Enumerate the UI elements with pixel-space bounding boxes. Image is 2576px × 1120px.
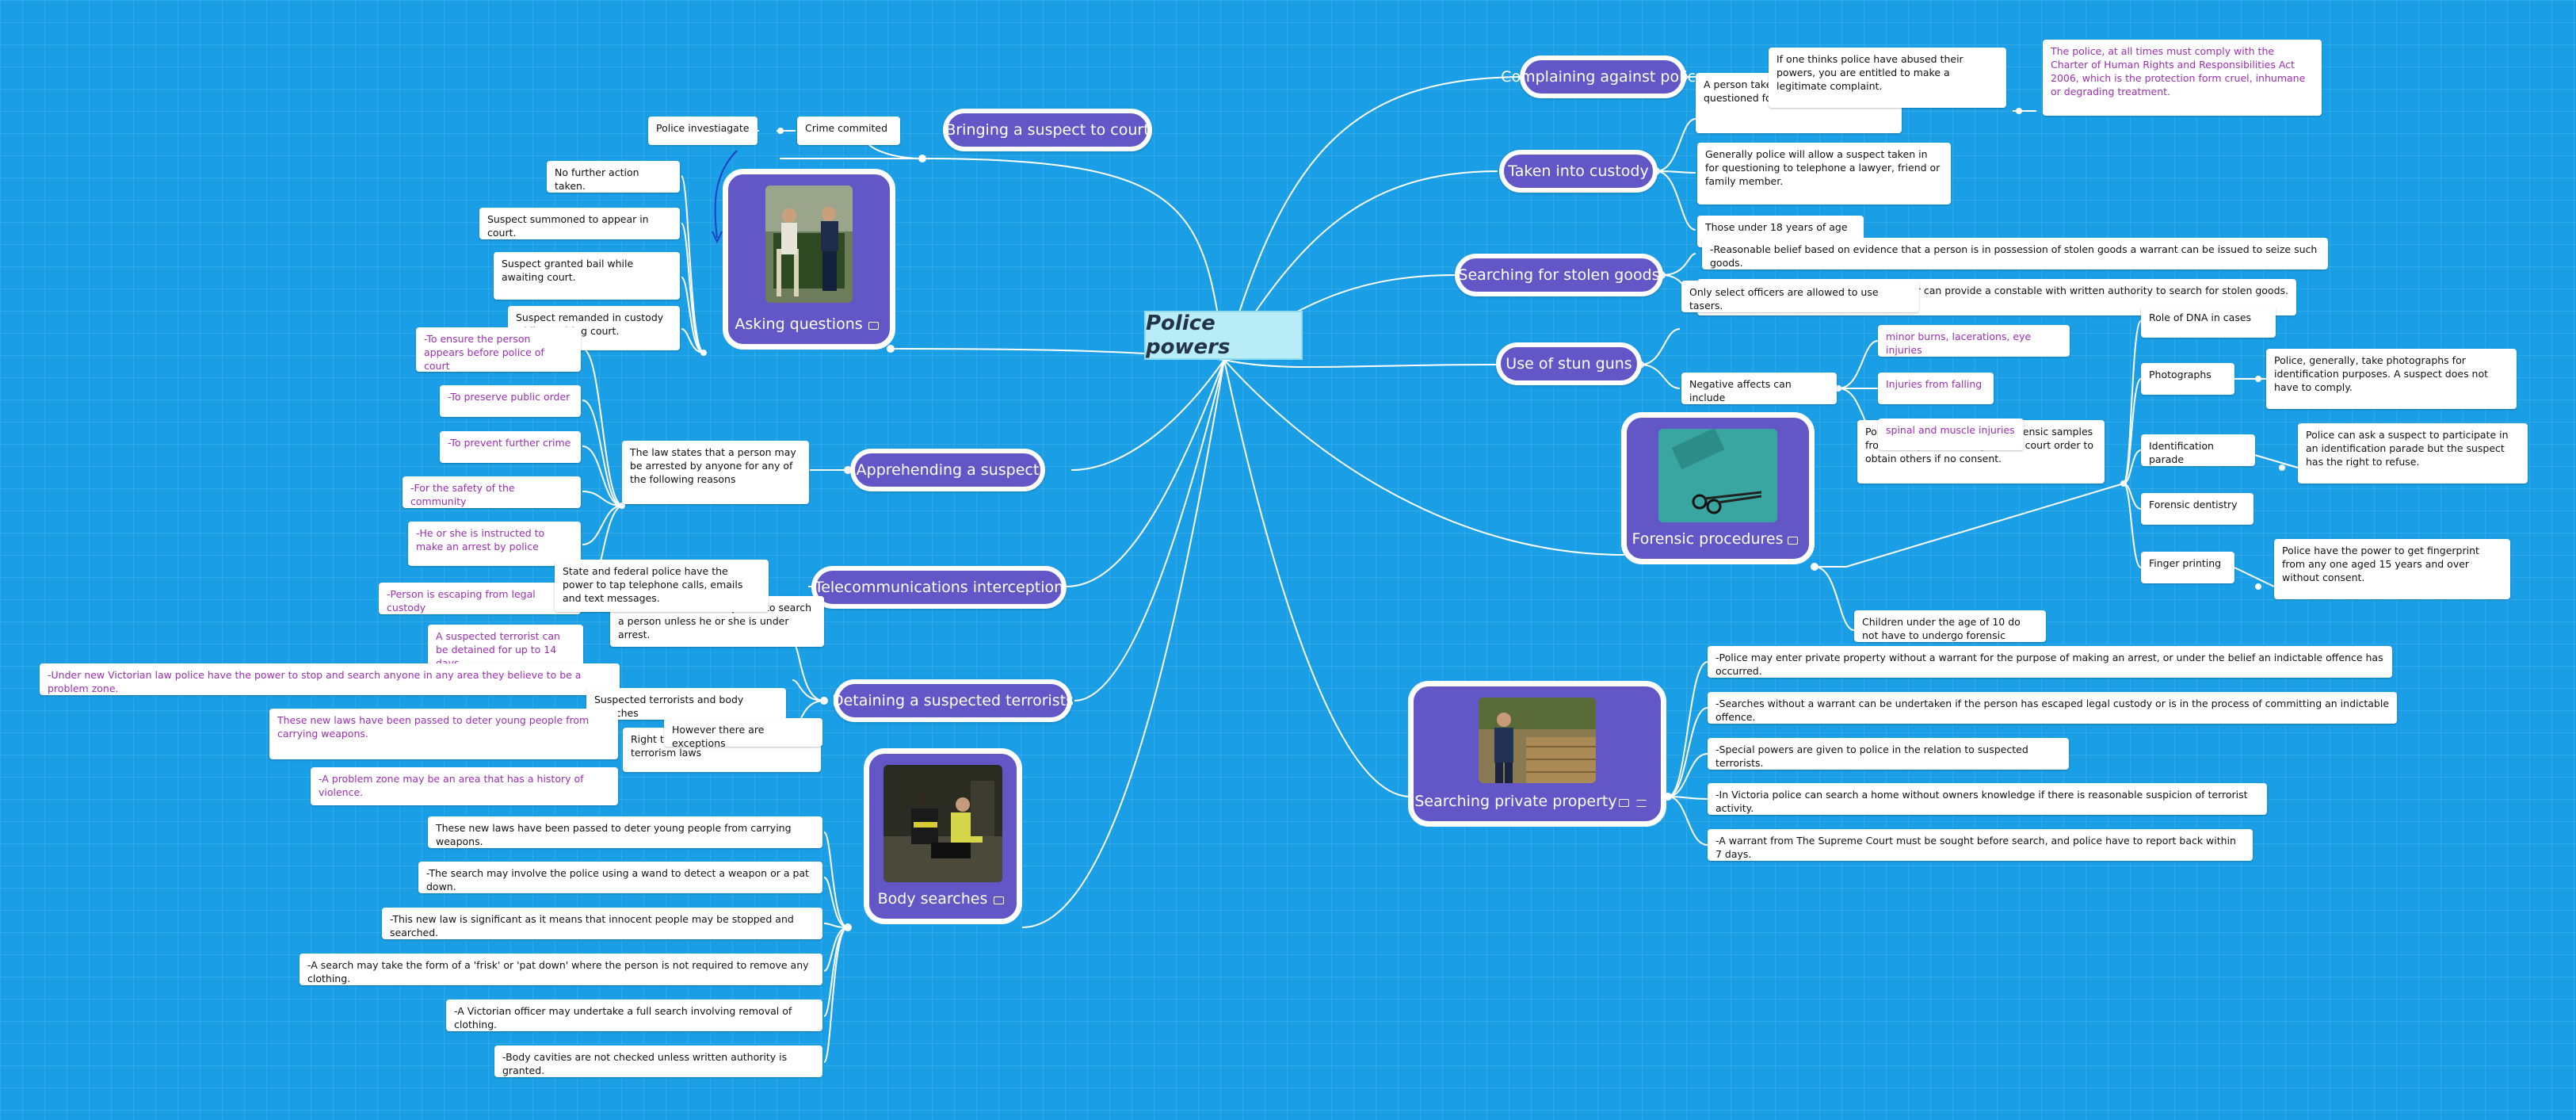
note-private-special-powers[interactable]: -Special powers are given to police in t… xyxy=(1708,738,2069,770)
note-state-federal-tap[interactable]: State and federal police have the power … xyxy=(555,560,769,612)
topic-telecommunications-interception[interactable]: Telecommunications interception xyxy=(811,566,1067,609)
asking-questions-photo xyxy=(765,185,853,303)
note-reason-safety[interactable]: -For the safety of the community xyxy=(403,476,581,508)
note-photographs-desc[interactable]: Police, generally, take photographs for … xyxy=(2266,349,2517,409)
topic-label: Complaining against police xyxy=(1501,68,1705,86)
note-identification-desc[interactable]: Police can ask a suspect to participate … xyxy=(2298,423,2528,484)
note-reason-escaping[interactable]: -Person is escaping from legal custody xyxy=(379,583,581,614)
note-identification-parade[interactable]: Identification parade xyxy=(2141,434,2255,466)
note-only-select-officers[interactable]: Only select officers are allowed to use … xyxy=(1681,281,1919,312)
note-body-wand[interactable]: -The search may involve the police using… xyxy=(418,862,822,893)
topic-label: Forensic procedures xyxy=(1631,530,1784,548)
note-legitimate-complaint[interactable]: If one thinks police have abused their p… xyxy=(1769,48,2006,108)
note-suspected-terrorists-body-searches[interactable]: Suspected terrorists and body searches xyxy=(586,688,786,720)
topic-detaining-suspected-terrorists[interactable]: Detaining a suspected terrorists xyxy=(831,679,1074,722)
topic-label: Searching for stolen goods xyxy=(1458,266,1660,284)
note-no-further-action[interactable]: No further action taken. xyxy=(547,161,680,193)
topic-taken-into-custody[interactable]: Taken into custody xyxy=(1499,150,1658,193)
topic-label: Taken into custody xyxy=(1508,162,1649,180)
note-reason-instructed[interactable]: -He or she is instructed to make an arre… xyxy=(408,522,581,566)
note-private-supreme-court[interactable]: -A warrant from The Supreme Court must b… xyxy=(1708,829,2253,861)
topic-label: Telecommunications interception xyxy=(814,579,1064,596)
note-injuries-falling[interactable]: Injuries from falling xyxy=(1878,373,1994,404)
note-telephone-lawyer[interactable]: Generally police will allow a suspect ta… xyxy=(1697,143,1951,205)
note-role-of-dna[interactable]: Role of DNA in cases xyxy=(2141,306,2276,338)
note-reason-prevent-crime[interactable]: -To prevent further crime xyxy=(440,431,581,463)
image-icon xyxy=(1619,799,1629,807)
topic-searching-private-property[interactable]: Searching private property xyxy=(1408,681,1666,827)
note-spinal-injuries[interactable]: spinal and muscle injuries xyxy=(1878,419,2024,450)
topic-label: Bringing a suspect to court xyxy=(945,121,1150,139)
notes-icon xyxy=(1636,800,1647,807)
note-police-investigate[interactable]: Police investiagate xyxy=(648,117,758,145)
note-children-under-10[interactable]: Children under the age of 10 do not have… xyxy=(1854,610,2046,642)
note-body-frisk[interactable]: -A search may take the form of a 'frisk'… xyxy=(300,954,822,985)
topic-label: Detaining a suspected terrorists xyxy=(831,692,1074,709)
note-private-victoria[interactable]: -In Victoria police can search a home wi… xyxy=(1708,783,2267,815)
note-body-full-search[interactable]: -A Victorian officer may undertake a ful… xyxy=(446,1000,822,1031)
note-body-cavities[interactable]: -Body cavities are not checked unless wr… xyxy=(494,1045,822,1077)
note-negative-affects[interactable]: Negative affects can include xyxy=(1681,373,1837,404)
note-photographs[interactable]: Photographs xyxy=(2141,363,2234,395)
note-reasonable-belief[interactable]: -Reasonable belief based on evidence tha… xyxy=(1702,238,2328,269)
searching-private-property-photo xyxy=(1479,698,1596,783)
image-icon xyxy=(1788,537,1798,545)
topic-complaining-against-police[interactable]: Complaining against police xyxy=(1501,55,1705,98)
topic-forensic-procedures[interactable]: Forensic procedures xyxy=(1621,412,1815,564)
note-reason-appear[interactable]: -To ensure the person appears before pol… xyxy=(416,327,581,372)
note-problem-area[interactable]: -A problem zone may be an area that has … xyxy=(311,767,618,805)
note-charter-human-rights[interactable]: The police, at all times must comply wit… xyxy=(2043,40,2322,116)
note-private-enter[interactable]: -Police may enter private property witho… xyxy=(1708,646,2392,678)
central-topic[interactable]: Police powers xyxy=(1144,311,1303,360)
note-finger-printing[interactable]: Finger printing xyxy=(2141,552,2234,583)
image-icon xyxy=(994,896,1004,904)
central-topic-label: Police powers xyxy=(1146,312,1231,359)
forensic-procedures-photo xyxy=(1658,429,1777,522)
note-body-innocent[interactable]: -This new law is significant as it means… xyxy=(382,908,822,939)
topic-body-searches[interactable]: Body searches xyxy=(864,748,1022,924)
topic-label: Body searches xyxy=(877,890,988,908)
topic-label: Asking questions xyxy=(735,315,863,333)
note-crime-committed[interactable]: Crime commited xyxy=(797,117,900,145)
topic-label: Searching private property xyxy=(1414,793,1617,810)
note-suspect-bail[interactable]: Suspect granted bail while awaiting cour… xyxy=(494,252,680,300)
note-under-new-law[interactable]: -Under new Victorian law police have the… xyxy=(40,663,620,695)
note-suspect-summoned[interactable]: Suspect summoned to appear in court. xyxy=(479,208,680,239)
note-reason-public-order[interactable]: -To preserve public order xyxy=(440,385,581,417)
note-private-escaped[interactable]: -Searches without a warrant can be under… xyxy=(1708,692,2397,724)
body-searches-photo xyxy=(883,765,1002,882)
note-finger-printing-desc[interactable]: Police have the power to get fingerprint… xyxy=(2274,539,2510,599)
image-icon xyxy=(868,322,879,330)
topic-use-of-stun-guns[interactable]: Use of stun guns xyxy=(1496,342,1642,385)
topic-label: Apprehending a suspect xyxy=(856,461,1040,479)
note-law-states[interactable]: The law states that a person may be arre… xyxy=(622,441,809,504)
note-however-exceptions[interactable]: However there are exceptions xyxy=(664,718,822,749)
note-body-deter[interactable]: These new laws have been passed to deter… xyxy=(428,816,822,848)
topic-asking-questions[interactable]: Asking questions xyxy=(723,169,895,350)
topic-apprehending-suspect[interactable]: Apprehending a suspect xyxy=(850,449,1045,491)
note-minor-burns[interactable]: minor burns, lacerations, eye injuries xyxy=(1878,325,2070,357)
note-detained-14-days[interactable]: A suspected terrorist can be detained fo… xyxy=(428,625,583,669)
note-deter-young-people-purple[interactable]: These new laws have been passed to deter… xyxy=(269,709,618,759)
topic-bringing-suspect-to-court[interactable]: Bringing a suspect to court xyxy=(943,109,1152,151)
topic-searching-stolen-goods[interactable]: Searching for stolen goods xyxy=(1455,254,1663,296)
note-forensic-dentistry[interactable]: Forensic dentistry xyxy=(2141,493,2254,525)
topic-label: Use of stun guns xyxy=(1506,355,1632,373)
